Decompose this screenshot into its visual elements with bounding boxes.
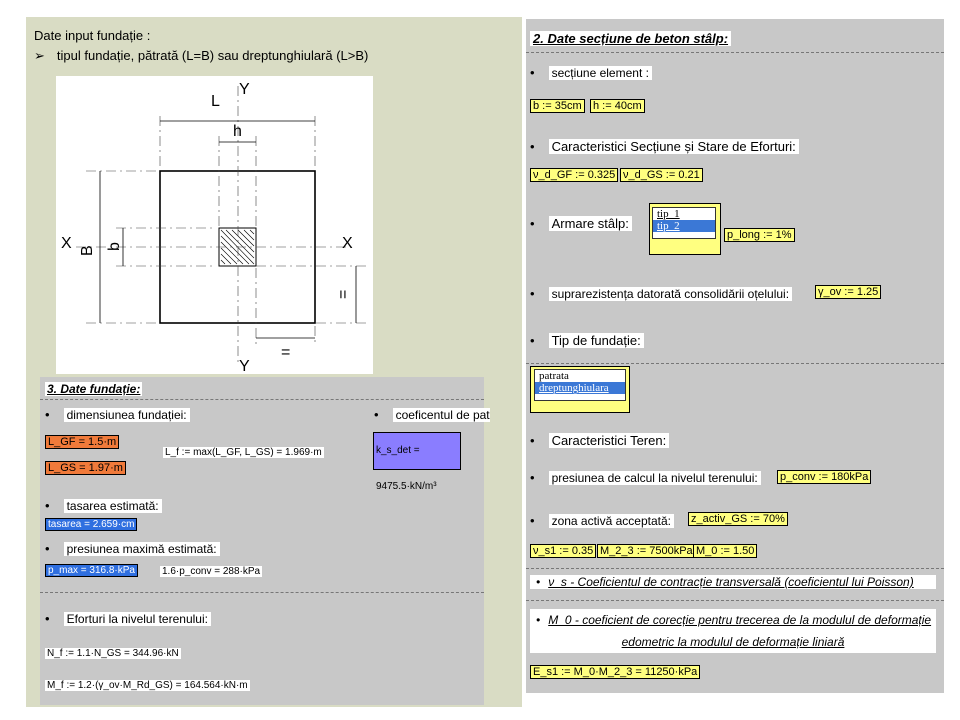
armare-label: Armare stâlp: — [548, 216, 632, 231]
axis-Y-bottom-label: Y — [239, 358, 250, 374]
b-field[interactable]: b := 35cm — [530, 99, 585, 113]
eforturi-label: Eforturi la nivelul terenului: — [63, 612, 211, 626]
caracteristici-label: Caracteristici Secțiune și Stare de Efor… — [548, 139, 799, 154]
foundation-plan-drawing: L Y h X X B b = Y = — [56, 76, 373, 374]
nu-s1-field[interactable]: ν_s1 := 0.35 — [530, 544, 597, 558]
sectiune-item: secțiune element : — [530, 65, 652, 80]
foundation-type-bullet: ➢ tipul fundație, pătrată (L=B) sau drept… — [34, 48, 368, 64]
axis-X-left-label: X — [61, 235, 72, 252]
tip-option-dreptunghiulara[interactable]: dreptunghiulara — [535, 382, 625, 394]
poisson-note: • ν_s - Coeficientul de contracție transv… — [530, 575, 936, 589]
section-2-divider — [526, 52, 944, 53]
pmax-label: presiunea maximă estimată: — [63, 542, 220, 556]
coef-item: coeficentul de pat — [374, 407, 490, 422]
section-3-divider-2 — [40, 592, 484, 593]
section-2-divider-2 — [526, 363, 944, 364]
pconv-16-formula: 1.6·p_conv = 288·kPa — [160, 566, 263, 577]
lf-formula: L_f := max(L_GF, L_GS) = 1.969·m — [163, 447, 324, 458]
dim-L-label: L — [211, 93, 220, 110]
plong-field[interactable]: p_long := 1% — [724, 228, 795, 242]
axis-Y-top-label: Y — [239, 81, 250, 98]
pmax-field[interactable]: p_max = 316.8·kPa — [45, 564, 138, 577]
armare-item: Armare stâlp: — [530, 216, 632, 231]
tip-option-patrata[interactable]: patrata — [539, 370, 569, 382]
pmax-item: presiunea maximă estimată: — [45, 541, 220, 556]
dim-right-label: = — [335, 290, 352, 299]
nu-d-gs-field[interactable]: ν_d_GS := 0.21 — [620, 168, 703, 182]
dim-b-label: b — [106, 242, 123, 251]
lgf-field[interactable]: L_GF = 1.5·m — [45, 435, 120, 449]
ks-det-field[interactable]: k_s_det = 9475.5·kN/m³ — [373, 432, 461, 492]
tasare-field[interactable]: tasarea = 2.659·cm — [45, 518, 138, 531]
nu-d-gf-field[interactable]: ν_d_GF := 0.325 — [530, 168, 619, 182]
teren-label: Caracteristici Teren: — [548, 433, 670, 448]
mf-formula: M_f := 1.2·(γ_ov·M_Rd_GS) = 164.564·kN·m — [45, 680, 250, 691]
axis-X-right-label: X — [342, 235, 353, 252]
presiune-label: presiunea de calcul la nivelul terenului… — [548, 471, 761, 485]
zactiv-field[interactable]: z_activ_GS := 70% — [688, 512, 788, 526]
section-2-title: 2. Date secțiune de beton stâlp: — [530, 31, 732, 46]
zona-item: zona activă acceptată: — [530, 513, 674, 528]
tasare-label: tasarea estimată: — [63, 499, 162, 513]
foundation-type-text: tipul fundație, pătrată (L=B) sau dreptu… — [56, 48, 369, 63]
eforturi-item: Eforturi la nivelul terenului: — [45, 611, 211, 626]
dim-h-label: h — [233, 123, 242, 140]
es1-field[interactable]: E_s1 := M_0·M_2_3 = 11250·kPa — [530, 665, 701, 679]
m0-text-2: edometric la modulul de deformație linia… — [621, 635, 845, 649]
poisson-bullet-icon: • — [536, 575, 541, 589]
tasare-item: tasarea estimată: — [45, 498, 162, 513]
section-3-divider — [40, 399, 484, 400]
pconv-field[interactable]: p_conv := 180kPa — [777, 470, 872, 484]
dim-bottom-label: = — [281, 344, 290, 361]
armare-listbox[interactable]: tip_1 tip_2 — [652, 207, 716, 239]
tip-fundatie-listbox[interactable]: patrata dreptunghiulara — [534, 369, 626, 401]
sectiune-label: secțiune element : — [548, 66, 652, 80]
suprarezistenta-label: suprarezistența datorată consolidării oț… — [548, 287, 793, 301]
m23-field[interactable]: M_2_3 := 7500kPa — [597, 544, 696, 558]
armare-option-tip1[interactable]: tip_1 — [657, 208, 680, 220]
section-2-divider-4 — [526, 600, 944, 601]
armare-option-tip2[interactable]: tip_2 — [653, 220, 715, 232]
m0-text-1: M_0 - coeficient de corecție pentru trec… — [548, 613, 932, 627]
dim-B-label: B — [79, 245, 96, 256]
m0-field[interactable]: M_0 := 1.50 — [693, 544, 758, 558]
presiune-item: presiunea de calcul la nivelul terenului… — [530, 470, 761, 485]
teren-item: Caracteristici Teren: — [530, 433, 670, 448]
arrow-bullet-icon: ➢ — [34, 48, 45, 63]
dimension-item: dimensiunea fundației: — [45, 407, 190, 422]
gamma-ov-field[interactable]: γ_ov := 1.25 — [815, 285, 882, 299]
coef-label: coeficentul de pat — [392, 408, 490, 422]
input-title: Date input fundație : — [34, 28, 151, 43]
caracteristici-item: Caracteristici Secțiune și Stare de Efor… — [530, 139, 799, 154]
section-2-panel — [526, 19, 944, 693]
nf-formula: N_f := 1.1·N_GS = 344.96·kN — [45, 648, 181, 659]
m0-bullet-icon: • — [536, 613, 541, 627]
tip-fundatie-label: Tip de fundație: — [548, 333, 644, 348]
lgs-field[interactable]: L_GS = 1.97·m — [45, 461, 126, 475]
zona-label: zona activă acceptată: — [548, 514, 674, 528]
m0-note: • M_0 - coeficient de corecție pentru tre… — [530, 609, 936, 653]
h-field[interactable]: h := 40cm — [590, 99, 645, 113]
suprarezistenta-item: suprarezistența datorată consolidării oț… — [530, 286, 793, 301]
section-3-title: 3. Date fundație: — [45, 382, 143, 396]
poisson-text: ν_s - Coeficientul de contracție transve… — [548, 575, 914, 589]
dimension-label: dimensiunea fundației: — [63, 408, 190, 422]
section-2-divider-3 — [526, 568, 944, 569]
tip-fundatie-item: Tip de fundație: — [530, 333, 644, 348]
